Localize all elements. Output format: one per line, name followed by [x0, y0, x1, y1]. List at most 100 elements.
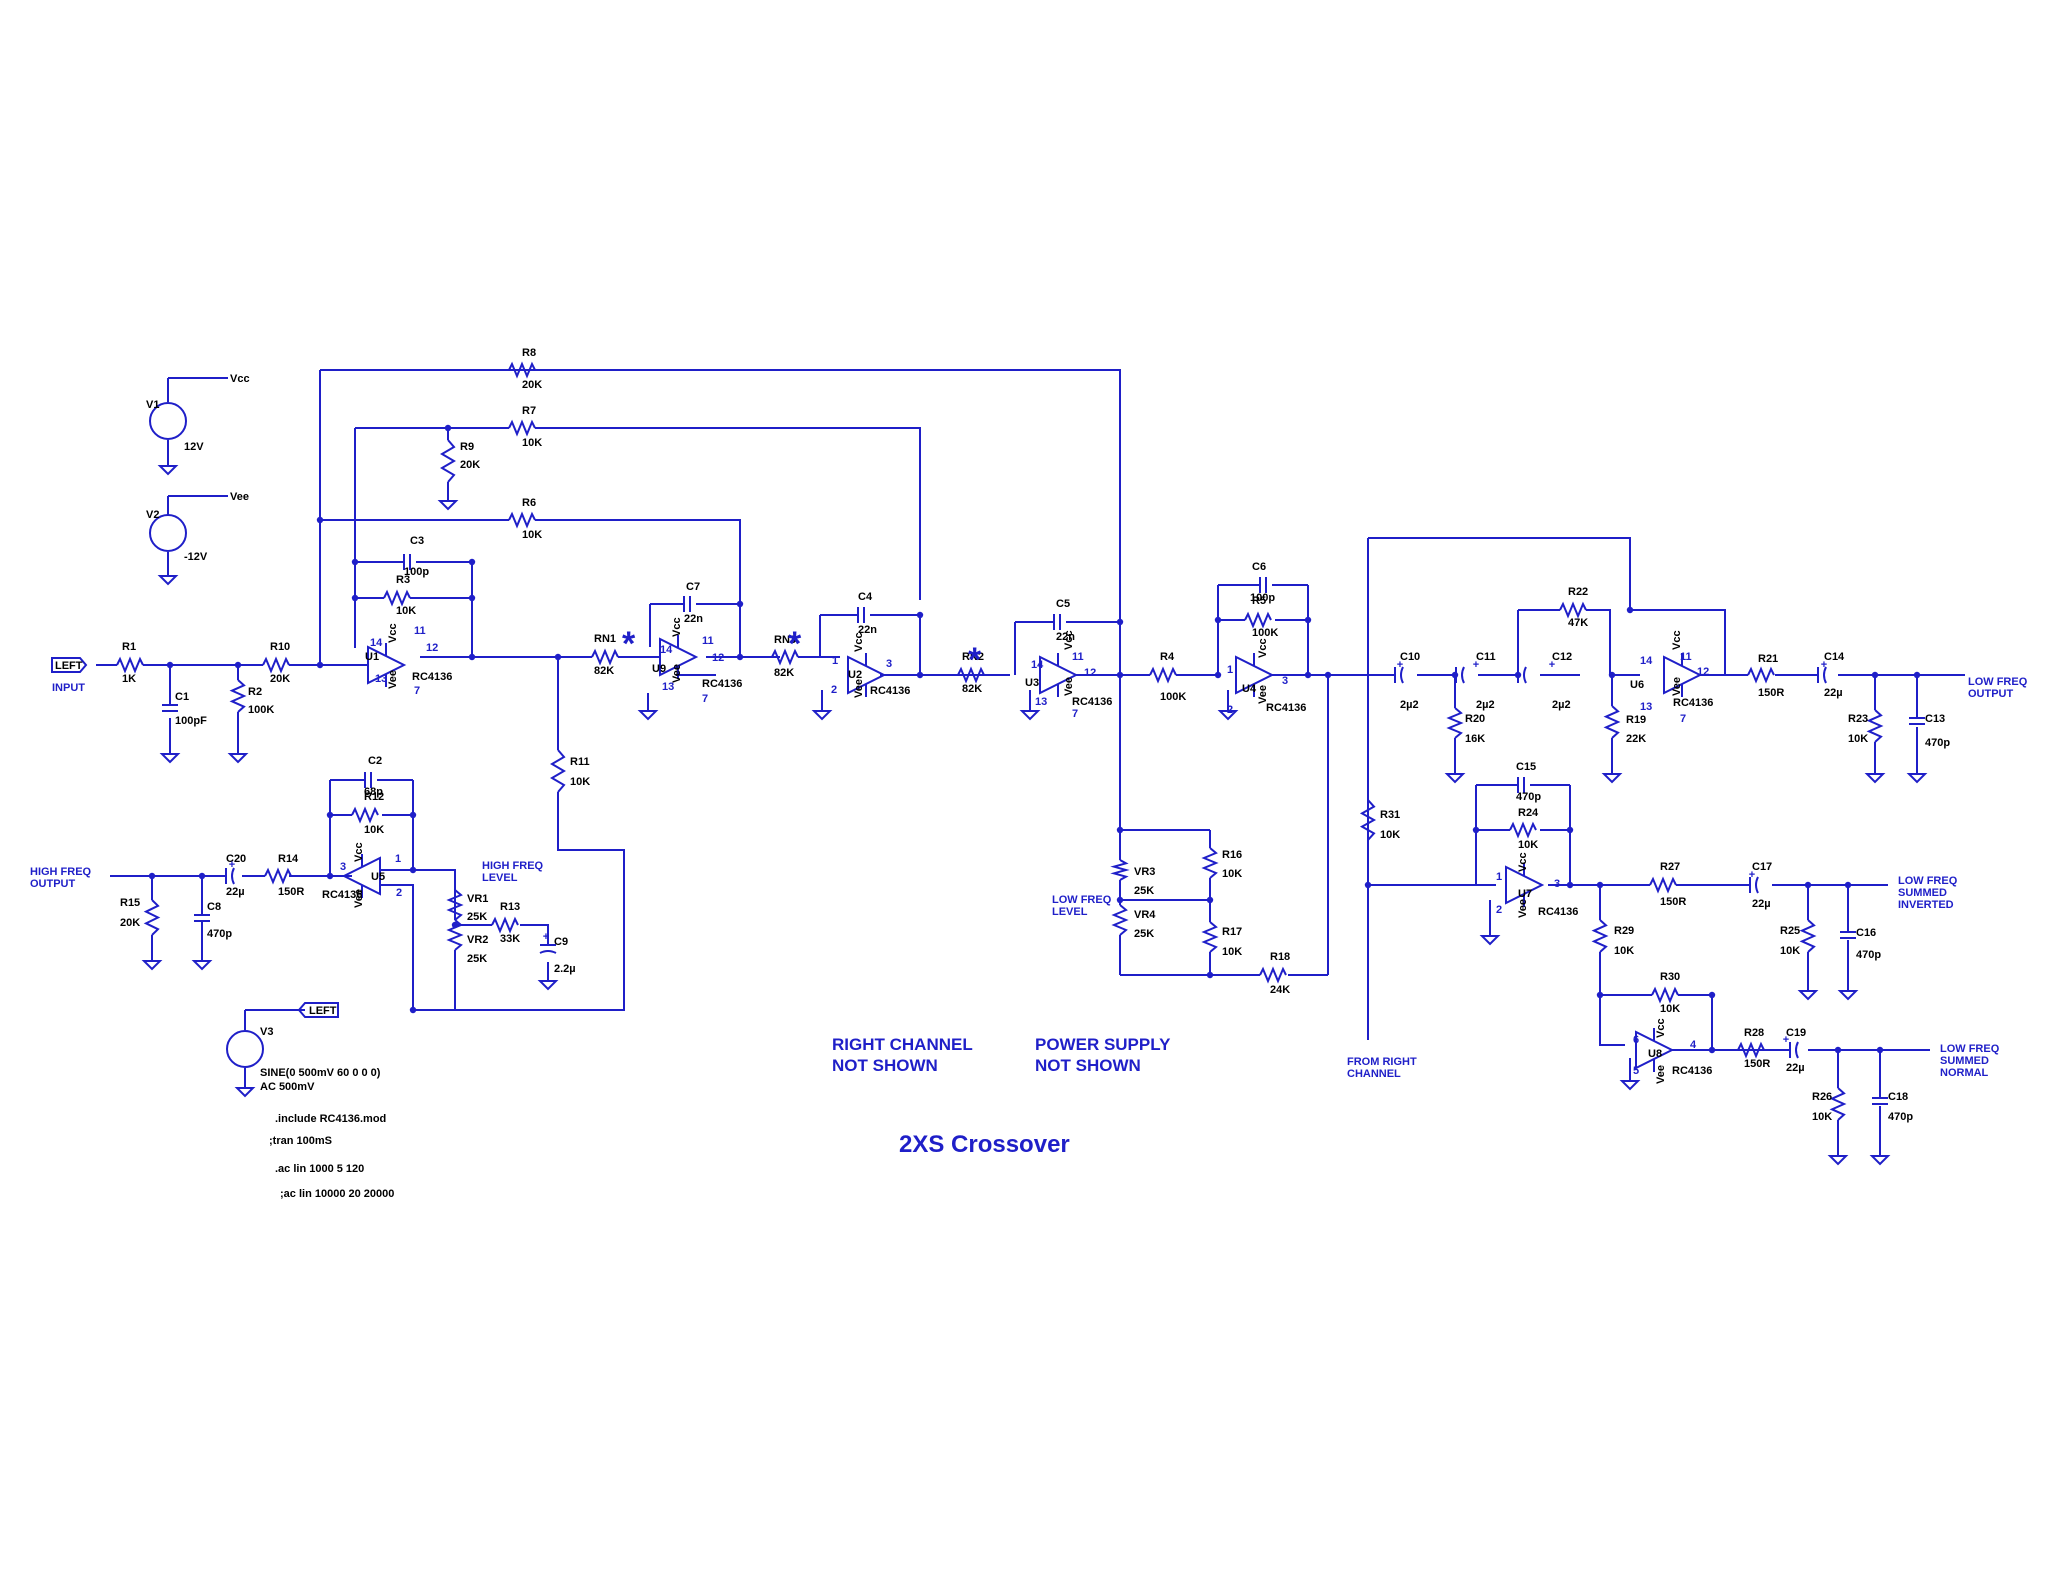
pin-number: 3	[340, 861, 346, 873]
trim-marker: *	[968, 641, 982, 679]
junction-dot	[1116, 671, 1124, 679]
polarity-mark: +	[1473, 659, 1479, 671]
opamp-u9	[659, 635, 699, 679]
resistor-value: 20K	[460, 459, 480, 471]
resistor-designator: R16	[1222, 849, 1242, 861]
lf-summed-inverted-label: LOW FREQ	[1898, 875, 1958, 887]
capacitor-value: 22n	[858, 624, 877, 636]
wire	[1630, 609, 1726, 675]
resistor-r16	[1201, 847, 1219, 879]
capacitor-value: 470p	[1925, 737, 1950, 749]
opamp-vee-pin: Vee	[1063, 677, 1075, 696]
resistor-r23	[1866, 709, 1884, 743]
lf-summed-normal-label: LOW FREQ	[1940, 1043, 2000, 1055]
hf-level-label: LEVEL	[482, 872, 518, 884]
pin-number: 5	[1633, 1065, 1639, 1077]
resistor-value: 82K	[962, 683, 982, 695]
resistor-designator: R2	[248, 686, 262, 698]
resistor-r12	[351, 806, 379, 824]
opamp-u6	[1663, 653, 1703, 697]
pin-number: 1	[832, 655, 838, 667]
resistor-r24	[1509, 821, 1537, 839]
ground-symbol	[1797, 985, 1819, 1001]
junction-dot	[234, 661, 242, 669]
resistor-value: 150R	[1660, 896, 1686, 908]
capacitor-designator: C14	[1824, 651, 1845, 663]
lf-summed-inverted-label: INVERTED	[1898, 899, 1954, 911]
capacitor-designator: C10	[1400, 651, 1420, 663]
source-value: SINE(0 500mV 60 0 0 0)	[260, 1067, 381, 1079]
net-label-vee: Vee	[230, 491, 249, 503]
ground-symbol	[1479, 930, 1501, 946]
pin-number: 11	[1072, 651, 1084, 663]
junction-dot	[468, 653, 476, 661]
resistor-r18	[1259, 966, 1287, 984]
junction-dot	[1871, 671, 1879, 679]
opamp-vcc-pin: Vcc	[853, 632, 865, 652]
resistor-value: 10K	[1614, 945, 1634, 957]
resistor-value: 10K	[1780, 945, 1800, 957]
ground-symbol	[1444, 768, 1466, 784]
junction-dot	[736, 653, 744, 661]
capacitor-designator: C15	[1516, 761, 1536, 773]
junction-dot	[1214, 616, 1222, 624]
resistor-designator: R9	[460, 441, 474, 453]
lf-summed-normal-label: NORMAL	[1940, 1067, 1989, 1079]
pin-number: 11	[414, 625, 426, 637]
junction-dot	[1834, 1046, 1842, 1054]
opamp-vee-pin: Vee	[1517, 899, 1529, 918]
resistor-value: 10K	[1380, 829, 1400, 841]
polarity-mark: +	[1397, 659, 1403, 671]
opamp-designator: U1	[365, 651, 379, 663]
net-label-vcc: Vcc	[230, 373, 250, 385]
lf-output-label: OUTPUT	[1968, 688, 2014, 700]
input-label: INPUT	[52, 682, 85, 694]
ground-symbol	[1869, 1150, 1891, 1166]
junction-dot	[1708, 1046, 1716, 1054]
ground-symbol	[1827, 1150, 1849, 1166]
schematic-title: 2XS Crossover	[899, 1131, 1070, 1158]
capacitor-designator: C18	[1888, 1091, 1908, 1103]
voltage-source-v1	[149, 402, 187, 440]
junction-dot	[326, 872, 334, 880]
capacitor-c3	[403, 554, 411, 570]
ground-symbol	[811, 705, 833, 721]
resistor-designator: R25	[1780, 925, 1800, 937]
capacitor-c17	[1749, 876, 1759, 894]
junction-dot	[351, 594, 359, 602]
opamp-model: RC4136	[412, 671, 452, 683]
junction-dot	[1364, 881, 1372, 889]
resistor-r8	[508, 361, 536, 379]
ground-symbol	[537, 975, 559, 991]
junction-dot	[1608, 671, 1616, 679]
wire	[1599, 995, 1625, 1046]
junction-dot	[409, 811, 417, 819]
hf-level-label: HIGH FREQ	[482, 860, 544, 872]
opamp-vee-pin: Vee	[1671, 677, 1683, 696]
pin-number: 2	[1496, 904, 1502, 916]
capacitor-value: 100pF	[175, 715, 207, 727]
capacitor-value: 470p	[1888, 1111, 1913, 1123]
pin-number: 11	[702, 635, 714, 647]
resistor-designator: R19	[1626, 714, 1646, 726]
pin-number: 4	[1690, 1039, 1697, 1051]
polarity-mark: +	[1783, 1034, 1789, 1046]
junction-dot	[468, 594, 476, 602]
resistor-vr3	[1110, 859, 1130, 881]
capacitor-value: 470p	[1516, 791, 1541, 803]
resistor-designator: R13	[500, 901, 520, 913]
spice-directive: .ac lin 1000 5 120	[275, 1163, 364, 1175]
ground-symbol	[637, 705, 659, 721]
capacitor-designator: C2	[368, 755, 382, 767]
resistor-value: 25K	[467, 911, 487, 923]
opamp-model: RC4136	[1538, 906, 1578, 918]
resistor-designator: R30	[1660, 971, 1680, 983]
resistor-rn3	[771, 648, 799, 666]
spice-directive: ;ac lin 10000 20 20000	[280, 1188, 394, 1200]
resistor-designator: R14	[278, 853, 299, 865]
junction-dot	[409, 1006, 417, 1014]
resistor-value: 25K	[1134, 885, 1154, 897]
junction-dot	[1566, 881, 1574, 889]
net-flag-left-label: LEFT	[309, 1005, 337, 1017]
junction-dot	[1844, 881, 1852, 889]
